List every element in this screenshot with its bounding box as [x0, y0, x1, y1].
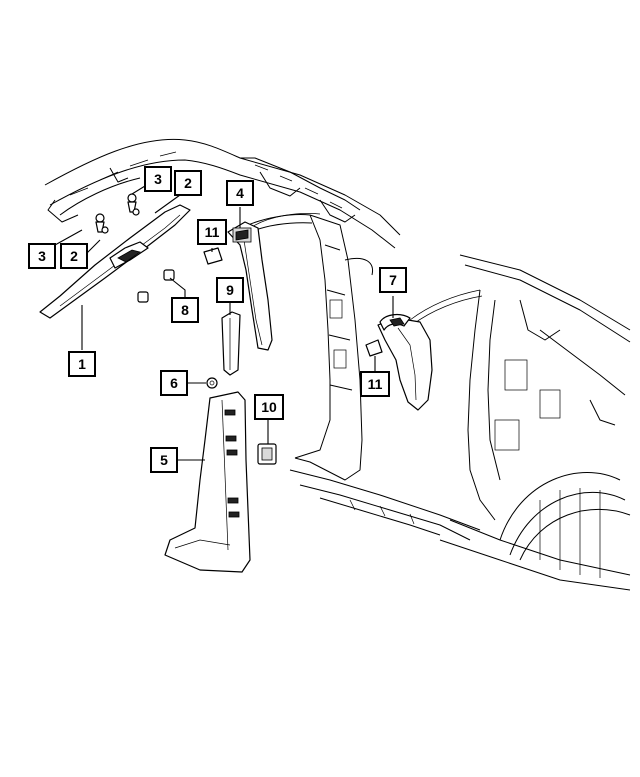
b-pillar-lower-trim — [164, 391, 251, 573]
callout-label: 4 — [236, 185, 244, 201]
b-pillar-upper-trim — [227, 221, 273, 351]
callout-1: 1 — [68, 351, 96, 377]
bracket-part-10 — [257, 443, 277, 465]
callout-8: 8 — [171, 297, 199, 323]
callout-5: 5 — [150, 447, 178, 473]
callout-3a: 3 — [144, 166, 172, 192]
pad-part-11 — [203, 247, 383, 357]
callout-label: 2 — [184, 175, 192, 191]
callout-label: 1 — [78, 356, 86, 372]
fasteners-upper — [95, 193, 140, 234]
clips-part-8 — [137, 269, 175, 303]
callout-label: 3 — [38, 248, 46, 264]
wire-harness — [249, 213, 483, 326]
callout-label: 11 — [368, 376, 383, 392]
callout-2a: 2 — [174, 170, 202, 196]
callout-label: 11 — [205, 224, 220, 240]
callout-label: 8 — [181, 302, 189, 318]
callout-label: 5 — [160, 452, 168, 468]
callout-6: 6 — [160, 370, 188, 396]
b-pillar-strip — [221, 311, 241, 376]
callout-3b: 3 — [28, 243, 56, 269]
callout-4: 4 — [226, 180, 254, 206]
c-pillar-trim — [377, 313, 433, 411]
callout-11a: 11 — [197, 219, 227, 245]
roof-rail-structure — [44, 138, 401, 249]
callout-label: 9 — [226, 282, 234, 298]
callout-label: 7 — [389, 272, 397, 288]
callout-label: 2 — [70, 248, 78, 264]
callout-label: 10 — [261, 399, 277, 415]
fastener-part-6 — [206, 377, 218, 389]
callout-2b: 2 — [60, 243, 88, 269]
floor-sill — [289, 469, 481, 541]
callout-11b: 11 — [360, 371, 390, 397]
callout-7: 7 — [379, 267, 407, 293]
a-pillar-trim — [39, 204, 191, 319]
callout-9: 9 — [216, 277, 244, 303]
rear-quarter-panel — [439, 254, 631, 591]
callout-10: 10 — [254, 394, 284, 420]
callout-label: 6 — [170, 375, 178, 391]
callout-label: 3 — [154, 171, 162, 187]
